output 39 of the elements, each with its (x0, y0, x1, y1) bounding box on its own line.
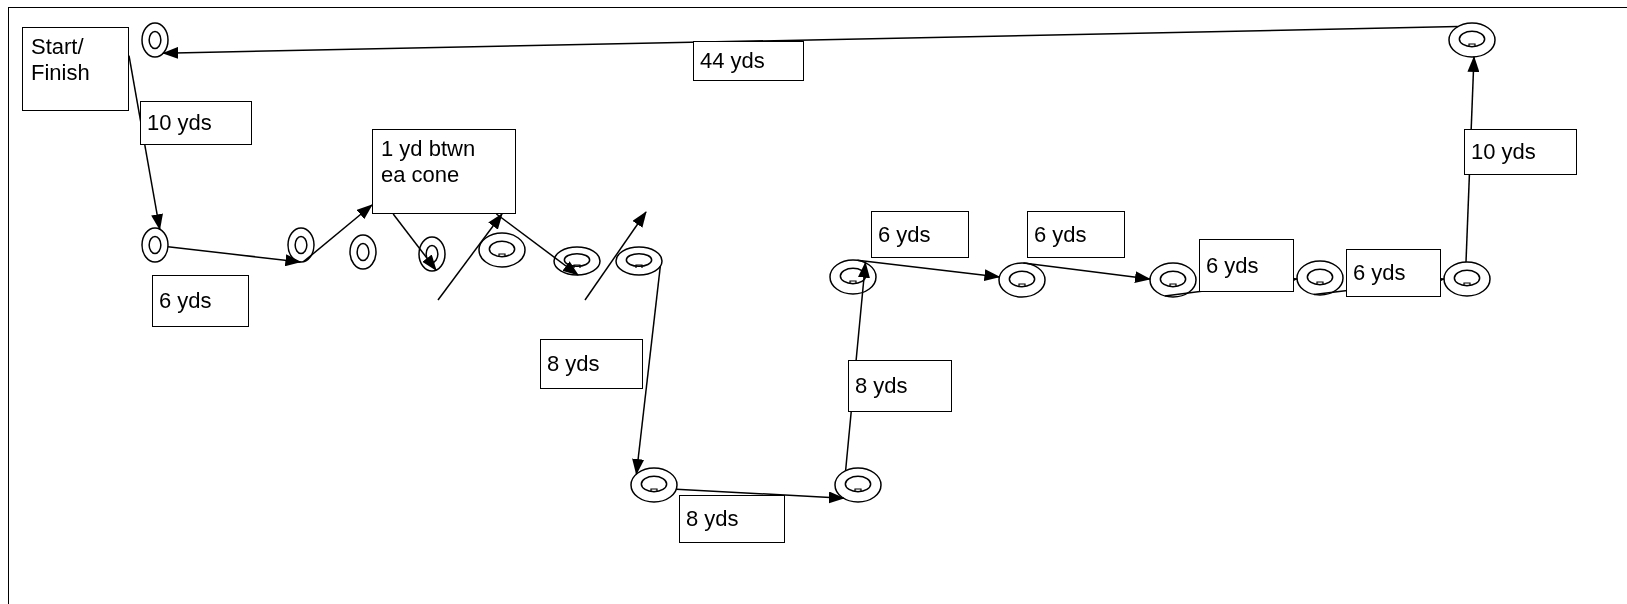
edge-label: 6 yds (871, 211, 969, 258)
arrow (167, 245, 302, 267)
cone-symbol (349, 234, 377, 270)
edge-label: 44 yds (693, 41, 804, 81)
arrow (302, 204, 373, 263)
text-box (22, 27, 129, 111)
cone-symbol (998, 262, 1046, 298)
edge-label: 6 yds (152, 275, 249, 327)
arrow (632, 265, 662, 475)
arrow (392, 213, 437, 271)
cone-symbol (1443, 261, 1491, 297)
cone-symbol (1149, 262, 1197, 298)
cone-symbol (418, 236, 446, 272)
edge-label: 8 yds (679, 495, 785, 543)
edge-label: 6 yds (1199, 239, 1294, 292)
edge-label: 10 yds (1464, 129, 1577, 175)
arrow (495, 213, 579, 276)
edge-label: 8 yds (848, 360, 952, 412)
text-box (372, 129, 516, 214)
cone-symbol (1296, 260, 1344, 296)
edge-label: 6 yds (1346, 249, 1441, 297)
cone-symbol (478, 232, 526, 268)
edge-label: 10 yds (140, 101, 252, 145)
cone-symbol (141, 227, 169, 263)
arrow (675, 488, 845, 504)
cone-symbol (287, 227, 315, 263)
edge-label: 6 yds (1027, 211, 1125, 258)
box-text: Start/ Finish (31, 34, 91, 87)
cone-symbol (834, 467, 882, 503)
cone-symbol (553, 246, 601, 276)
edge-label: 8 yds (540, 339, 643, 389)
cone-symbol (141, 22, 169, 58)
cone-symbol (1448, 22, 1496, 58)
cone-symbol (615, 246, 663, 276)
arrow (437, 213, 503, 301)
cone-symbol (630, 467, 678, 503)
cone-symbol (829, 259, 877, 295)
arrow (162, 25, 1459, 59)
box-text: 1 yd btwn ea cone (381, 136, 477, 189)
